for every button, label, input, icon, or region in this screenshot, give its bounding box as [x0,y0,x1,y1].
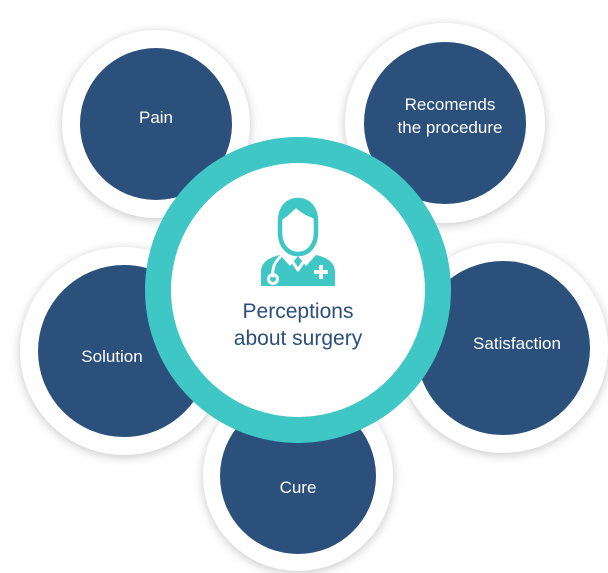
satisfaction-label: Satisfaction [473,333,561,353]
pain-label: Pain [138,107,174,127]
recommends-label-line1: Recomends [404,95,496,114]
recommends-label-line2: the procedure [397,118,503,137]
center-title-line1: Perceptions [242,300,354,323]
solution-petal: Solution [38,265,210,437]
center-title-line2: about surgery [233,327,363,350]
doctor-icon [261,197,335,286]
center-title: Perceptions about surgery [171,298,425,352]
solution-label: Solution [81,346,143,366]
cure-label: Cure [279,477,317,497]
